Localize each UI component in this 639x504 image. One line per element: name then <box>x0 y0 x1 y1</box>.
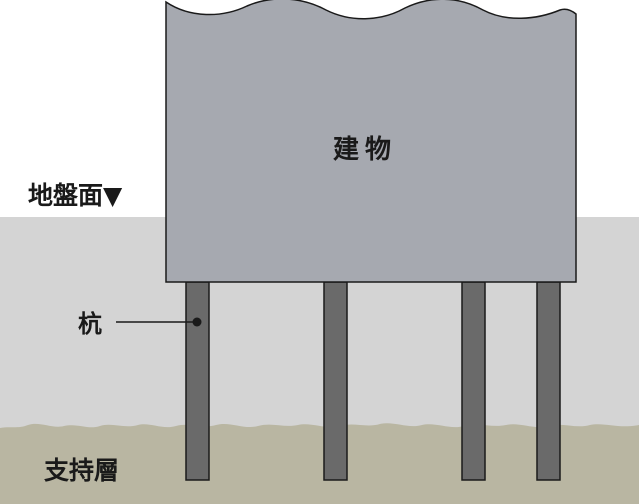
pile-leader-dot <box>192 317 202 327</box>
pile-3 <box>461 281 486 481</box>
ground-surface-label: 地盤面▼ <box>28 181 123 210</box>
building <box>165 0 577 283</box>
pile-2 <box>323 281 348 481</box>
bearing-layer-label: 支持層 <box>44 456 120 485</box>
building-label: 建物 <box>333 135 398 165</box>
pile-4 <box>536 281 561 481</box>
pile-1 <box>185 281 210 481</box>
pile-label: 杭 <box>78 310 102 338</box>
